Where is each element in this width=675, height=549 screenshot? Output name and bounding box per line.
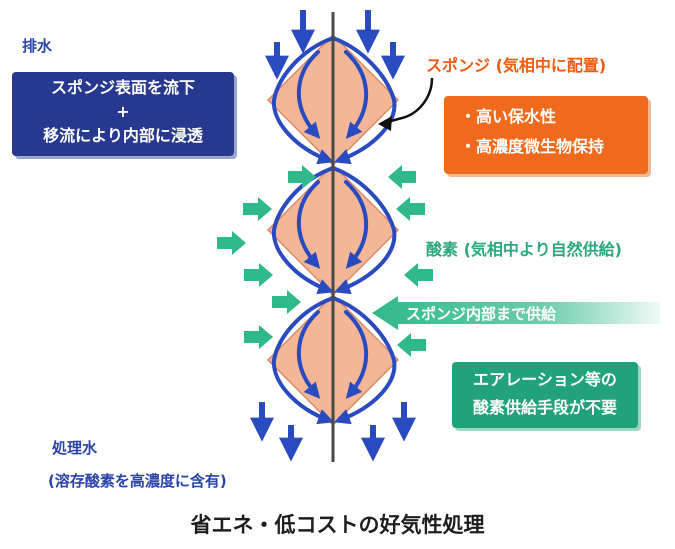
oxygen-arrows-left [217, 165, 316, 349]
sponge-callout-arrowhead [378, 116, 392, 131]
label-wastewater: 排水 [22, 37, 53, 55]
outflow-arrows [250, 402, 416, 462]
flow-line-1: スポンジ表面を流下 [50, 78, 195, 97]
label-oxygen: 酸素 (気相中より自然供給) [426, 240, 622, 259]
sponge-feature-2: ・高濃度微生物保持 [460, 137, 605, 156]
inflow-arrows [265, 10, 405, 80]
footer-caption: 省エネ・低コストの好気性処理 [190, 513, 485, 537]
label-treated-note: (溶存酸素を高濃度に含有) [48, 472, 227, 490]
sponge-feature-1: ・高い保水性 [460, 107, 557, 126]
sponge-callout-pointer [379, 77, 434, 126]
flow-description-box: スポンジ表面を流下 + 移流により内部に浸透 [12, 72, 234, 156]
sponge-features-box: ・高い保水性 ・高濃度微生物保持 [444, 96, 648, 174]
aeration-box: エアレーション等の 酸素供給手段が不要 [452, 362, 638, 428]
aeration-line-2: 酸素供給手段が不要 [472, 398, 617, 417]
oxygen-arrows-right [388, 165, 433, 357]
label-treated-water: 処理水 [52, 439, 98, 457]
oxygen-supply-text: スポンジ内部まで供給 [406, 305, 557, 323]
water-flow-paths [271, 36, 397, 425]
oxygen-supply-arrow [372, 296, 660, 330]
aeration-line-1: エアレーション等の [473, 370, 617, 389]
flow-plus: + [116, 102, 130, 121]
flow-line-2: 移流により内部に浸透 [43, 126, 203, 145]
label-sponge: スポンジ (気相中に配置) [426, 56, 607, 75]
